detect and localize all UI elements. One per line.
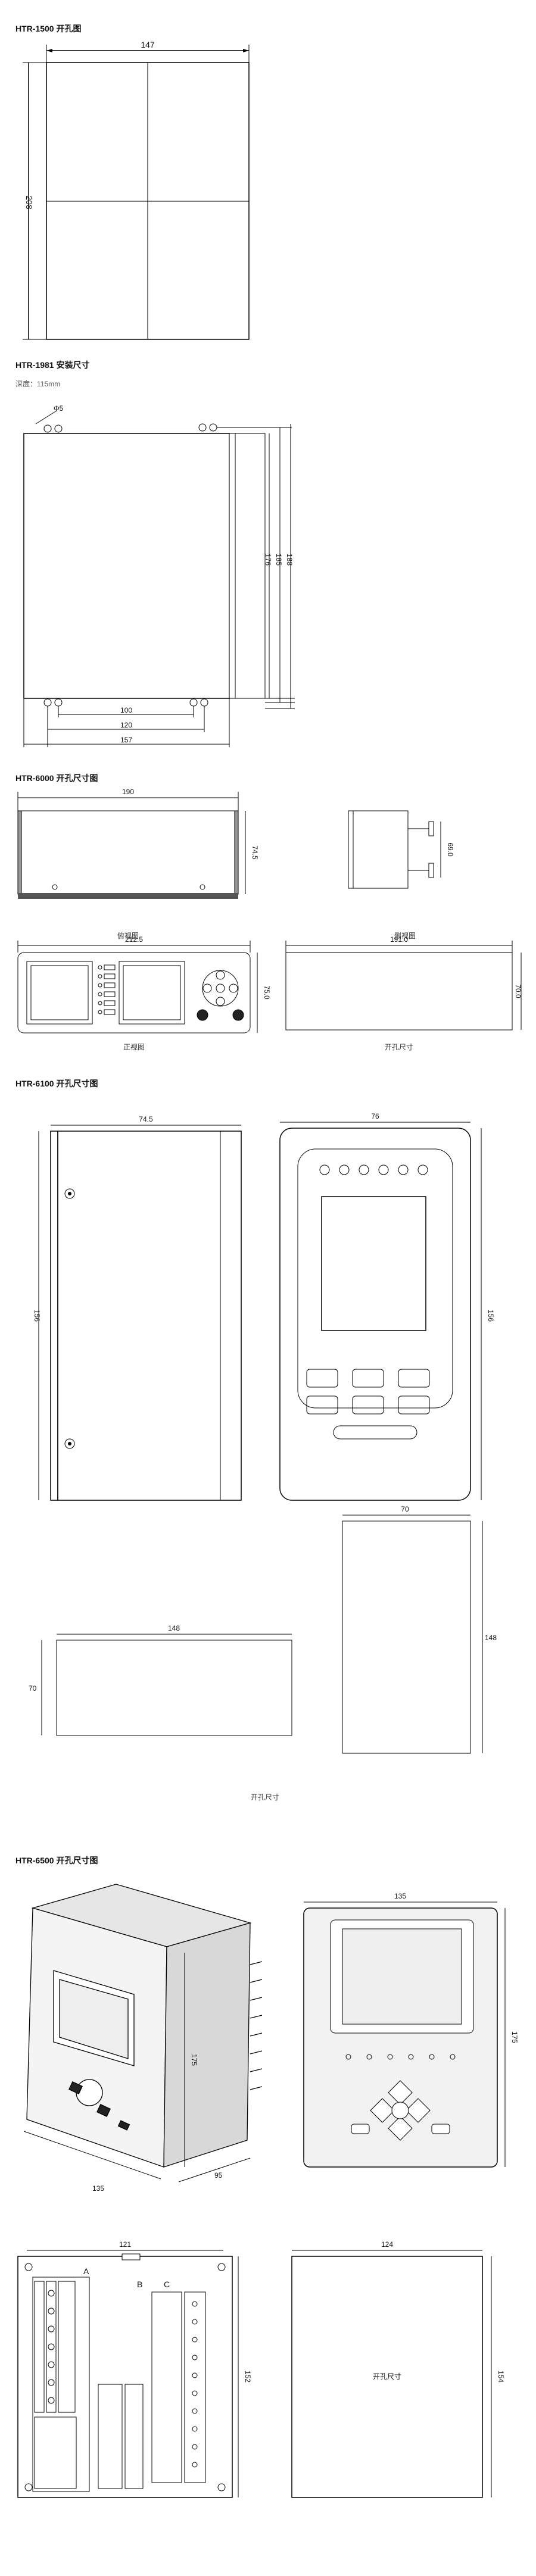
- htr6500-drawings: 175 95 135 135 175 121 A B C: [17, 1884, 519, 2498]
- terminal-c-label: C: [164, 2280, 170, 2289]
- section-title-htr6500: HTR-6500 开孔尺寸图: [15, 1856, 98, 1865]
- dim-iso-95: 95: [214, 2171, 223, 2180]
- caption-side-view: 侧视图: [394, 932, 416, 940]
- terminal-block-b: [98, 2384, 144, 2489]
- section-title-htr6000: HTR-6000 开孔尺寸图: [15, 773, 98, 783]
- dim-h-188: 188: [285, 554, 294, 566]
- dim-height-208: 208: [24, 195, 34, 210]
- dim-side-69: 69.0: [446, 842, 454, 857]
- terminal-a-label: A: [83, 2266, 89, 2276]
- dim-width-147: 147: [141, 40, 155, 49]
- caption-top-view: 俯视图: [117, 932, 139, 940]
- caption-hole-6100: 开孔尺寸: [250, 1793, 279, 1801]
- section-title-htr1500: HTR-1500 开孔图: [15, 24, 82, 33]
- nav-pad-icon: [351, 2080, 450, 2141]
- htr6000-drawings: 190 74.5 69.0 212.5 75.0 191.0: [17, 788, 522, 1033]
- dim-hole1-70: 70: [29, 1684, 37, 1693]
- dim-front6500-175: 175: [510, 2031, 519, 2043]
- dim-front-76: 76: [371, 1112, 379, 1120]
- dim-h-185: 185: [275, 554, 283, 566]
- htr1981-install-drawing: Φ5 176 185 188 100 120 157: [23, 404, 295, 747]
- depth-note: 深度：115mm: [15, 380, 61, 388]
- dim-iso-135: 135: [92, 2184, 104, 2193]
- htr6100-drawings: 74.5 156 76 156 148 70 70 148: [29, 1112, 497, 1754]
- led-column: [98, 964, 116, 1015]
- caption-hole-6000: 开孔尺寸: [384, 1043, 413, 1051]
- terminal-b-label: B: [137, 2280, 142, 2289]
- section-title-htr6100: HTR-6100 开孔尺寸图: [15, 1079, 98, 1088]
- dim-front-75: 75.0: [263, 985, 271, 1000]
- dim-iso-175: 175: [190, 2054, 198, 2066]
- dim-hole6500-124: 124: [381, 2240, 393, 2249]
- section-title-htr1981: HTR-1981 安装尺寸: [15, 360, 90, 370]
- iso-device: [26, 1884, 263, 2168]
- dim-back-121: 121: [119, 2240, 131, 2249]
- dim-h-176: 176: [264, 554, 272, 566]
- terminal-block-a: [32, 2277, 90, 2492]
- htr1500-cutout-drawing: 147 208: [23, 40, 250, 340]
- dim-w-157: 157: [120, 736, 132, 744]
- dim-side-156: 156: [33, 1310, 41, 1322]
- keypad-icon: [197, 970, 244, 1021]
- caption-front-view: 正视图: [123, 1043, 145, 1051]
- dim-side-74-5: 74.5: [139, 1115, 153, 1123]
- dim-hole-phi5: Φ5: [54, 404, 64, 413]
- dim-front-212-5: 212.5: [125, 935, 143, 944]
- dim-hole2-70: 70: [401, 1505, 409, 1513]
- dim-back-152: 152: [244, 2371, 252, 2383]
- dim-w-120: 120: [120, 721, 132, 729]
- dim-hole2-148: 148: [485, 1634, 497, 1642]
- caption-hole-6500: 开孔尺寸: [373, 2372, 401, 2381]
- dim-hole6500-154: 154: [497, 2371, 505, 2383]
- dim-top-74-5: 74.5: [251, 845, 259, 860]
- dim-front-156: 156: [487, 1310, 495, 1322]
- dim-front6500-135: 135: [394, 1892, 406, 1900]
- dim-hole-191: 191.0: [390, 935, 408, 944]
- dim-hole1-148: 148: [168, 1624, 180, 1632]
- dim-hole-70: 70.0: [514, 984, 522, 998]
- terminal-block-c: [151, 2291, 206, 2483]
- dim-w-100: 100: [120, 706, 132, 714]
- dim-top-190: 190: [122, 788, 134, 796]
